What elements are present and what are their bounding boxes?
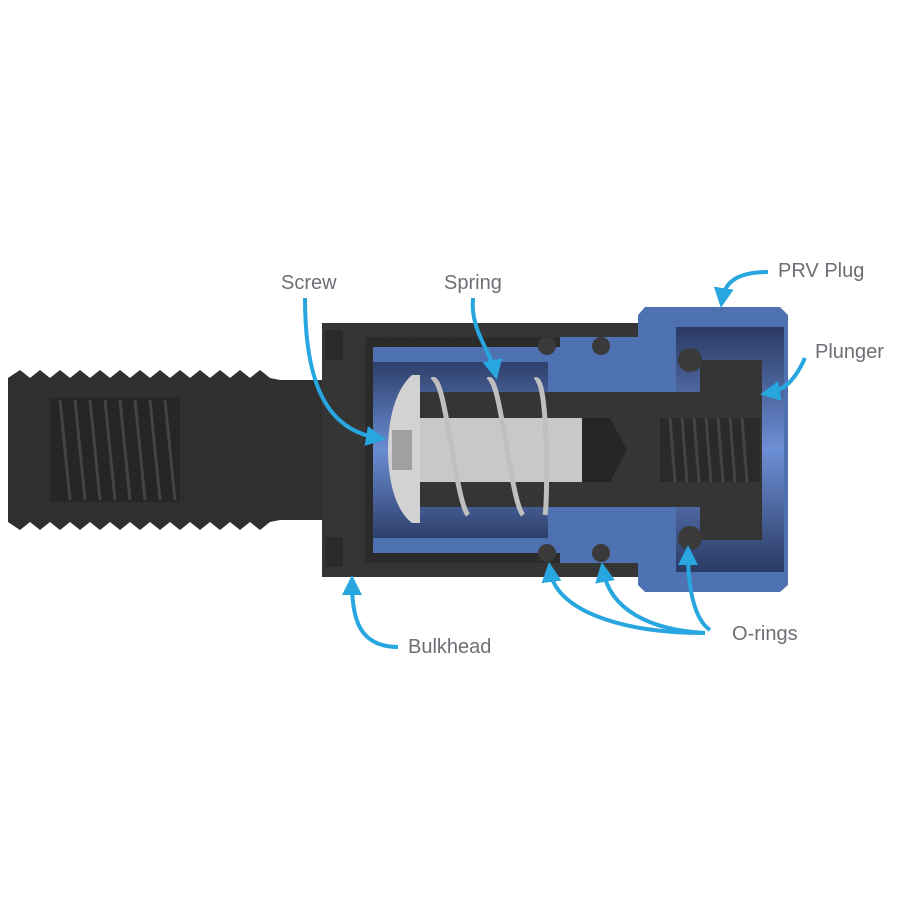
o-rings [538,337,702,562]
label-plunger: Plunger [815,341,884,363]
bulkhead-arrow [342,575,399,649]
threaded-shaft [8,370,330,530]
label-spring: Spring [444,272,502,294]
plunger-arrow [760,357,807,401]
label-prv-plug: PRV Plug [778,260,865,282]
o-ring-arrow-3 [678,545,712,632]
o-ring-arrow-1 [541,562,706,635]
label-o-rings: O-rings [732,623,798,645]
spring-arrow [470,297,503,380]
spring [429,377,550,517]
prv-plug-arrow [713,270,769,308]
label-bulkhead: Bulkhead [408,636,492,658]
o-ring-arrow-2 [595,562,706,635]
screw-arrow [303,297,386,446]
label-screw: Screw [281,272,337,294]
